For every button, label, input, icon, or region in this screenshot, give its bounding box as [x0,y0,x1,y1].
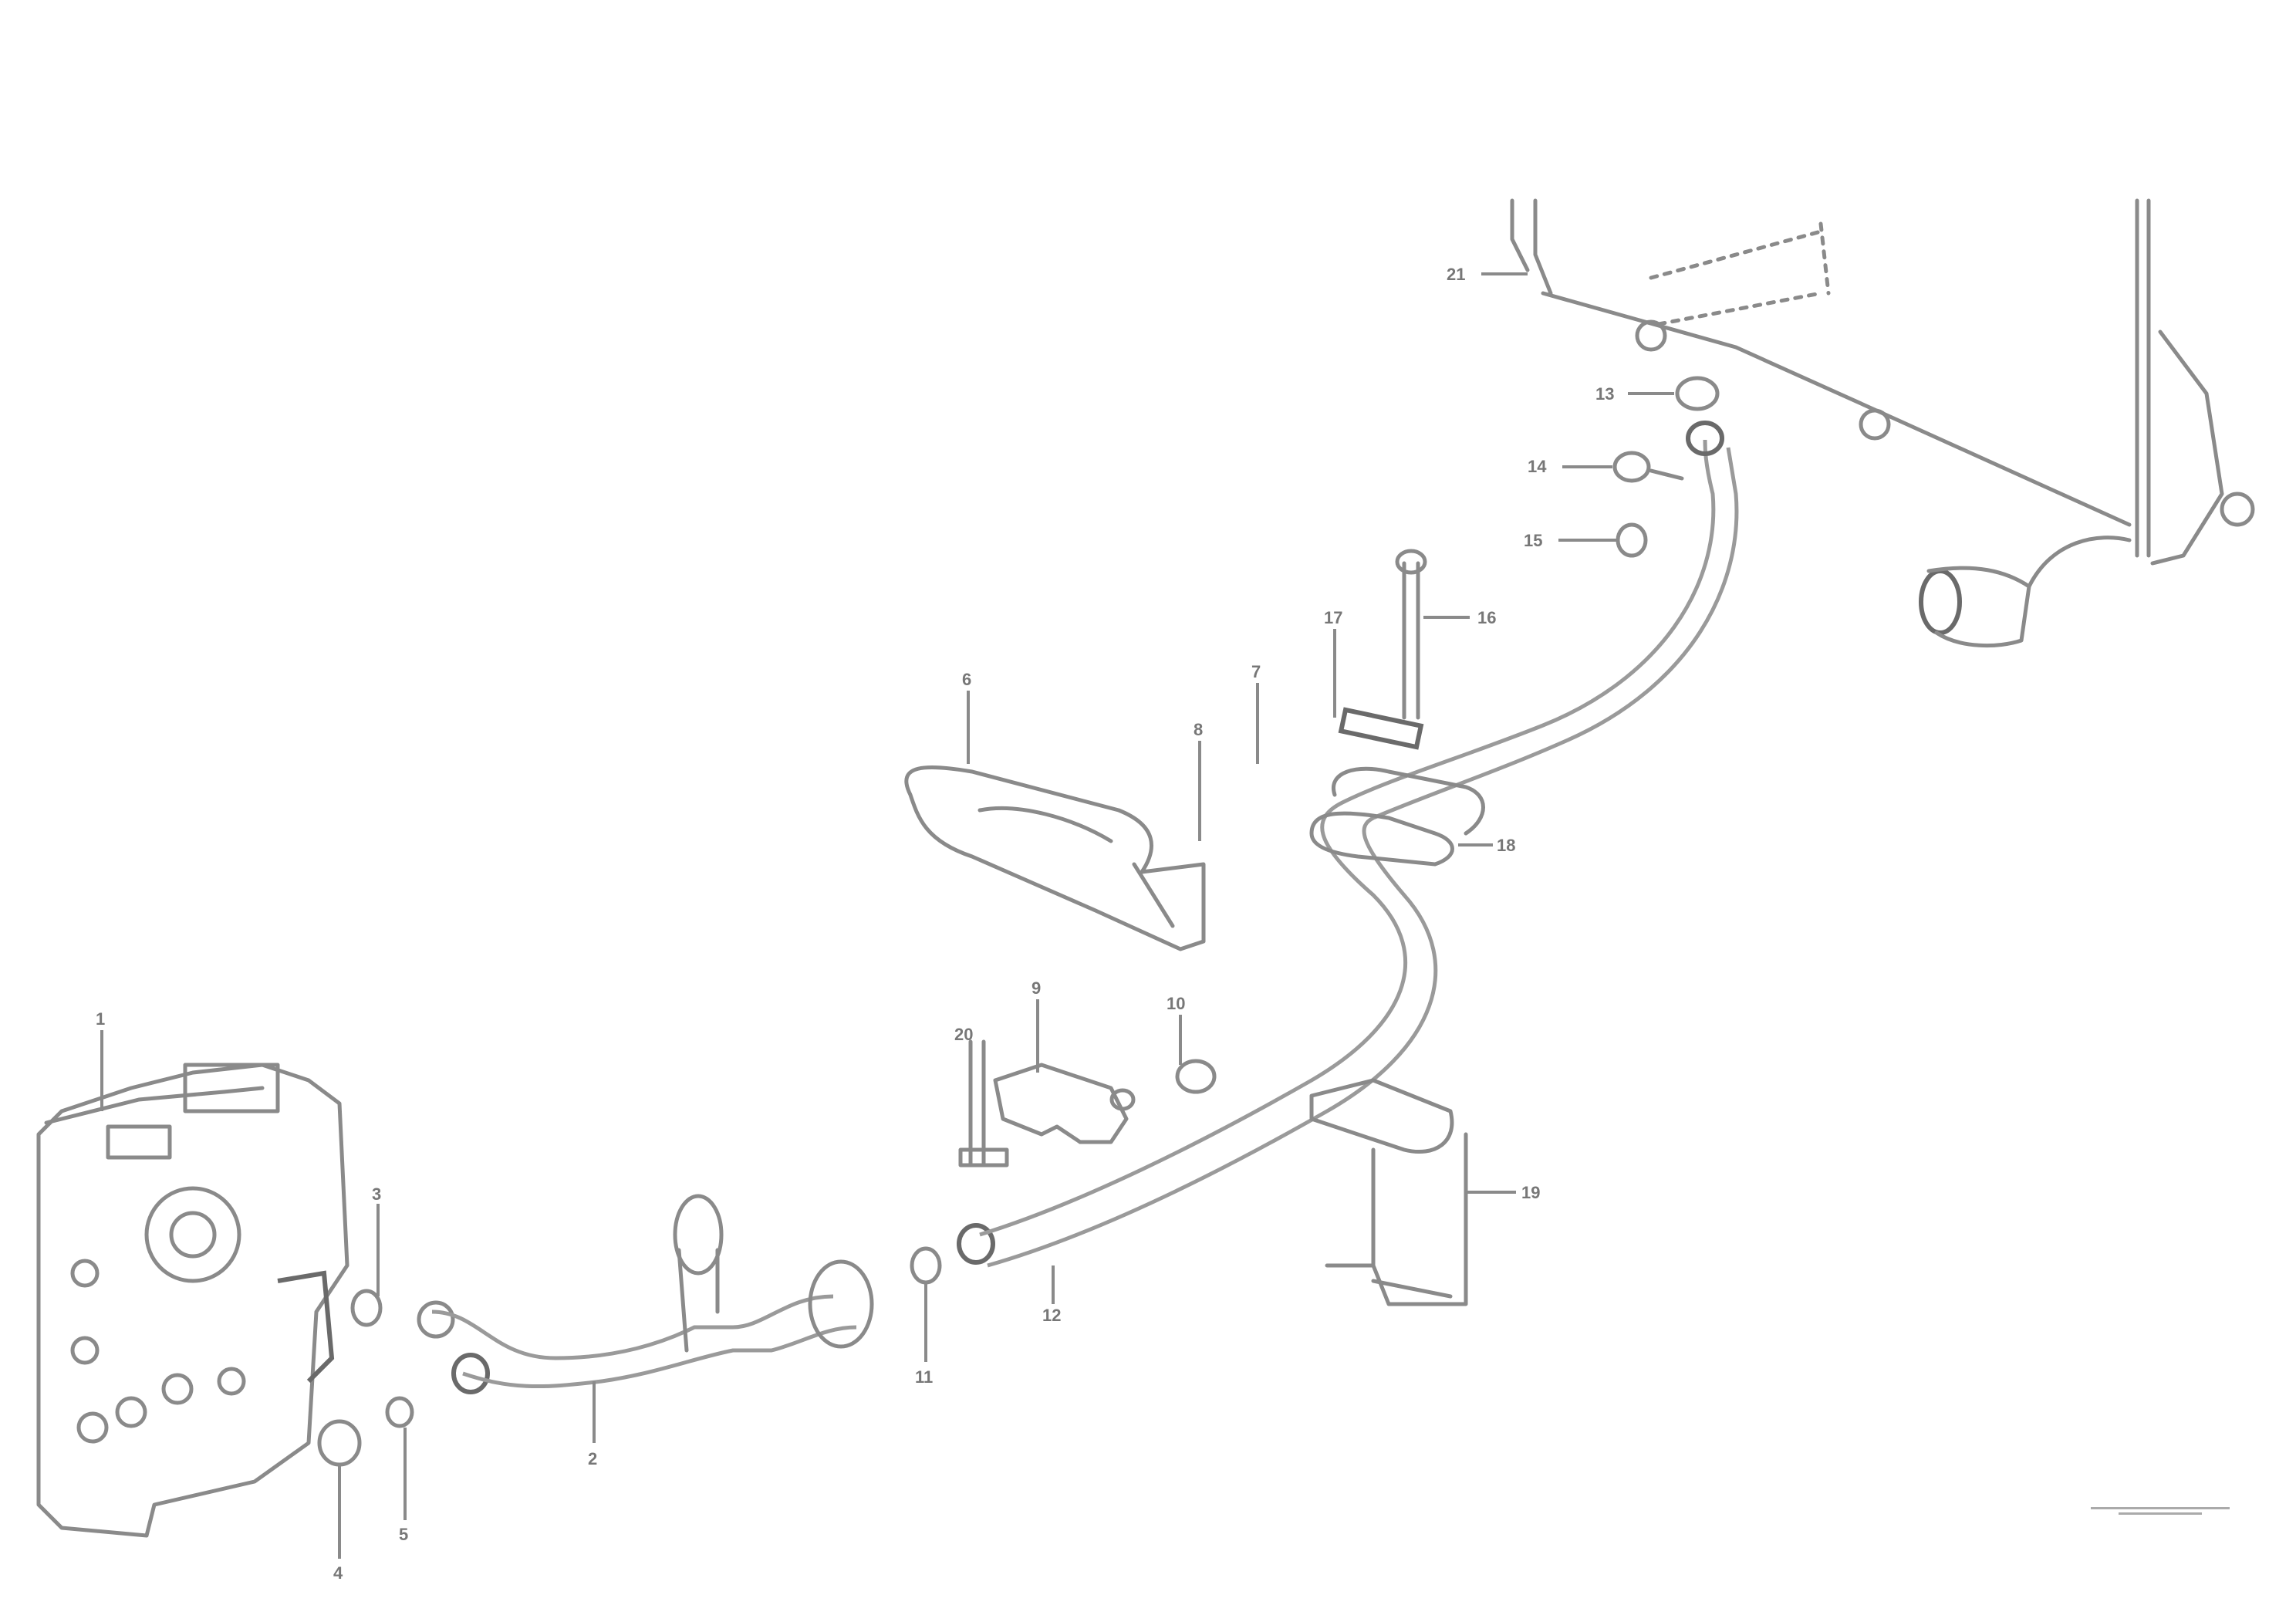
bracket-9 [958,1039,1217,1168]
callout: 9 [1032,978,1041,998]
bracket-6 [904,765,1206,951]
callout: 7 [1251,662,1261,681]
callout: 17 [1324,608,1342,627]
callout: 10 [1167,994,1185,1013]
reference-top-rule [2091,1507,2230,1509]
bracket-19 [1309,1078,1468,1306]
callout: 4 [333,1563,343,1583]
valve-block [36,1063,349,1538]
callout: 2 [588,1449,597,1468]
callout: 1 [96,1009,105,1029]
fittings-upper [1612,376,1724,558]
callout-labels: 1 2 3 4 5 6 7 8 9 10 11 12 13 14 15 16 1… [96,265,1614,1583]
callout: 20 [954,1025,973,1044]
pipe-2 [431,1194,874,1389]
reference-mid-rule [2119,1512,2202,1515]
callout: 13 [1595,384,1614,404]
callout: 14 [1528,457,1547,476]
callout: 3 [372,1184,381,1204]
callout: 18 [1497,836,1515,855]
callout: 5 [399,1525,408,1544]
leader-lines [100,272,1674,1559]
callout: 19 [1521,1183,1540,1202]
clamp-18 [1309,549,1485,867]
callout: 8 [1194,720,1203,739]
rear-linkage [1510,198,2255,647]
callout: 21 [1447,265,1465,284]
callout: 11 [915,1367,933,1387]
reference-block [2091,1505,2230,1518]
callout: 6 [962,670,971,689]
callout: 16 [1477,608,1496,627]
fittings-left [317,1289,490,1467]
callout: 12 [1042,1306,1061,1325]
callout: 15 [1524,531,1542,550]
